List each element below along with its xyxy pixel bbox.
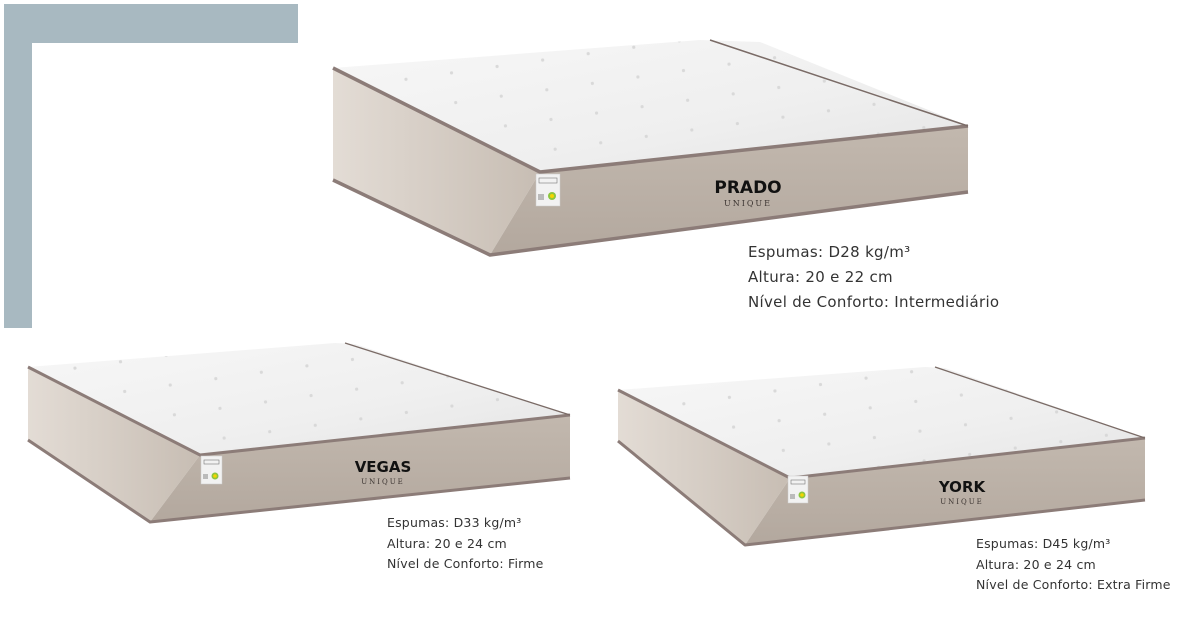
mattress-prado[interactable]: PRADO UNIQUE — [325, 35, 980, 265]
spec-comfort: Nível de Conforto: Intermediário — [748, 293, 1000, 311]
decorative-frame-top — [4, 4, 298, 43]
spec-height: Altura: 20 e 22 cm — [748, 268, 893, 286]
spec-comfort: Nível de Conforto: Extra Firme — [976, 577, 1171, 592]
product-name: VEGAS — [355, 458, 412, 476]
sub-brand: UNIQUE — [724, 199, 772, 208]
specs-vegas: Espumas: D33 kg/m³ Altura: 20 e 24 cm Ní… — [387, 513, 544, 575]
certification-tag — [535, 173, 561, 207]
spec-height: Altura: 20 e 24 cm — [387, 535, 507, 551]
product-name: YORK — [938, 478, 987, 496]
specs-york: Espumas: D45 kg/m³ Altura: 20 e 24 cm Ní… — [976, 534, 1171, 596]
certification-tag — [787, 475, 809, 504]
spec-foam: Espumas: D28 kg/m³ — [748, 243, 911, 261]
product-name: PRADO — [714, 178, 781, 198]
spec-comfort: Nível de Conforto: Firme — [387, 556, 544, 571]
sub-brand: UNIQUE — [361, 478, 405, 486]
certification-tag — [200, 455, 223, 485]
sub-brand: UNIQUE — [940, 498, 984, 506]
mattress-york[interactable]: YORK UNIQUE — [610, 360, 1155, 550]
spec-foam: Espumas: D45 kg/m³ — [976, 536, 1111, 551]
spec-foam: Espumas: D33 kg/m³ — [387, 515, 522, 530]
specs-prado: Espumas: D28 kg/m³ Altura: 20 e 22 cm Ní… — [748, 240, 999, 315]
decorative-frame-left — [4, 4, 32, 328]
mattress-vegas[interactable]: VEGAS UNIQUE — [20, 335, 580, 530]
spec-height: Altura: 20 e 24 cm — [976, 556, 1096, 572]
